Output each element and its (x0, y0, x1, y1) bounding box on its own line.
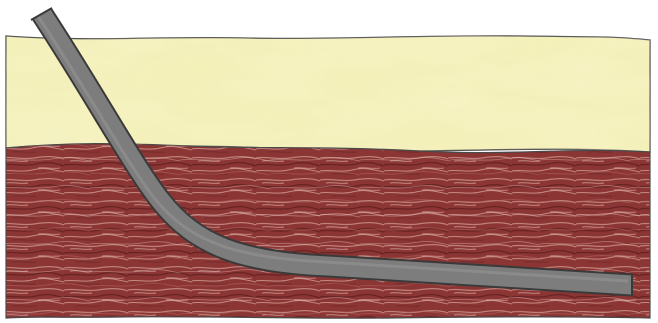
lower-layer-group (6, 144, 650, 319)
